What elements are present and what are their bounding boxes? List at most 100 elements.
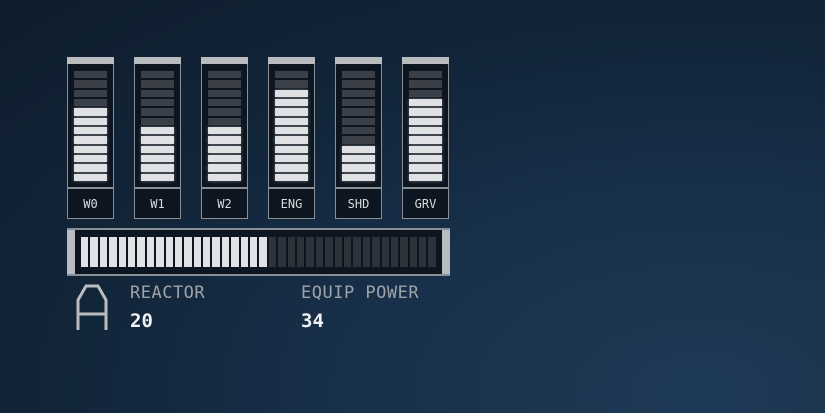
meter-w0[interactable]: W0 [67, 57, 114, 219]
meter-segment [409, 173, 442, 181]
meter-segment [342, 89, 375, 97]
meter-segment [342, 108, 375, 116]
meter-segment [141, 136, 174, 144]
meter-segment [409, 71, 442, 79]
reactor-segment [127, 237, 136, 267]
meter-segment [275, 154, 308, 163]
reactor-segment [268, 237, 277, 267]
meter-segment [275, 145, 308, 153]
meter-bar [335, 64, 382, 188]
reactor-segment [419, 237, 427, 267]
reactor-bar-segments [81, 237, 436, 267]
reactor-segment [372, 237, 380, 267]
reactor-segment [315, 237, 324, 267]
meter-segment [74, 71, 107, 79]
meter-segment [74, 145, 107, 153]
meter-segment [409, 80, 442, 88]
meter-segment [342, 126, 375, 135]
meter-segment [141, 80, 174, 88]
meter-bar [402, 64, 449, 188]
meter-segment [141, 98, 174, 107]
meter-segment [275, 117, 308, 125]
meter-segment [208, 164, 241, 172]
meter-segment [141, 71, 174, 79]
meter-eng[interactable]: ENG [268, 57, 315, 219]
meter-segment [74, 173, 107, 181]
meter-segment [409, 126, 442, 135]
reactor-segment [137, 237, 145, 267]
meter-shd[interactable]: SHD [335, 57, 382, 219]
meter-segment [141, 164, 174, 172]
meter-label: W1 [134, 188, 181, 219]
meter-cap [134, 57, 181, 64]
reactor-output-bar [67, 228, 450, 276]
meter-segment [208, 173, 241, 181]
meter-segment [275, 89, 308, 97]
meter-w1[interactable]: W1 [134, 57, 181, 219]
reactor-segment [353, 237, 361, 267]
reactor-segment [231, 237, 239, 267]
meter-segment [342, 117, 375, 125]
reactor-segment [109, 237, 117, 267]
reactor-segment [409, 237, 418, 267]
meter-segment [74, 164, 107, 172]
meter-segment [409, 117, 442, 125]
meter-segment [275, 108, 308, 116]
equip-power-label: EQUIP POWER [301, 283, 420, 303]
ship-class-a-icon [76, 284, 108, 330]
meter-segment [409, 89, 442, 97]
meter-segment [141, 89, 174, 97]
meter-bar [201, 64, 248, 188]
reactor-segment [203, 237, 211, 267]
meter-w2[interactable]: W2 [201, 57, 248, 219]
reactor-bar-left-cap [67, 230, 75, 274]
meter-segment [342, 80, 375, 88]
meter-segment [141, 126, 174, 135]
meter-segment [74, 108, 107, 116]
meter-segment [275, 98, 308, 107]
meter-label: SHD [335, 188, 382, 219]
reactor-segment [146, 237, 155, 267]
reactor-segment [90, 237, 98, 267]
meter-bar [67, 64, 114, 188]
reactor-segment [278, 237, 286, 267]
reactor-segment [325, 237, 333, 267]
reactor-segment [343, 237, 352, 267]
meter-segment [141, 173, 174, 181]
meter-cap [268, 57, 315, 64]
meter-segment [409, 154, 442, 163]
meter-segment [208, 71, 241, 79]
meter-cap [402, 57, 449, 64]
meter-segment [342, 164, 375, 172]
reactor-segment [428, 237, 436, 267]
reactor-segment [193, 237, 202, 267]
meter-segment [141, 117, 174, 125]
meter-segment [409, 98, 442, 107]
reactor-segment [240, 237, 249, 267]
meter-segment [208, 98, 241, 107]
meter-label: GRV [402, 188, 449, 219]
meter-segment [208, 80, 241, 88]
equip-power-value: 34 [301, 310, 324, 332]
meter-segment [409, 164, 442, 172]
meter-segment [275, 71, 308, 79]
reactor-segment [212, 237, 220, 267]
meter-segment [208, 145, 241, 153]
meter-segment [74, 117, 107, 125]
meter-segment [275, 136, 308, 144]
reactor-segment [81, 237, 89, 267]
meter-segment [208, 136, 241, 144]
meter-segment [275, 80, 308, 88]
reactor-segment [306, 237, 314, 267]
meter-segment [342, 136, 375, 144]
meter-grv[interactable]: GRV [402, 57, 449, 219]
reactor-segment [400, 237, 408, 267]
meter-segment [74, 98, 107, 107]
meter-segment [208, 108, 241, 116]
reactor-segment [118, 237, 126, 267]
meter-segment [342, 173, 375, 181]
reactor-bar-right-cap [442, 230, 450, 274]
meter-segment [409, 108, 442, 116]
meter-segment [409, 136, 442, 144]
reactor-segment [390, 237, 399, 267]
